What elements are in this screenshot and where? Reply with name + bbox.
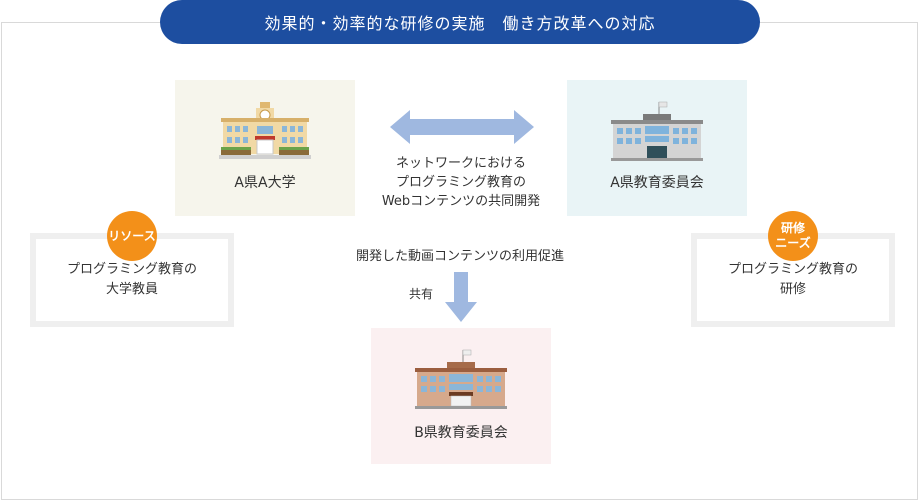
- resource-line-2: 大学教員: [105, 282, 158, 297]
- training-needs-badge: 研修 ニーズ: [768, 211, 818, 261]
- resource-line-1: プログラミング教育の: [66, 262, 197, 277]
- resource-badge: リソース: [107, 211, 157, 261]
- down-arrow-icon: [445, 272, 477, 322]
- usage-promotion-label: 開発した動画コンテンツの利用促進: [355, 249, 564, 264]
- school-building-icon: [415, 349, 507, 409]
- double-arrow-icon: [390, 110, 534, 144]
- page-title: 効果的・効率的な研修の実施 働き方改革への対応: [160, 0, 760, 44]
- training-badge-line-2: ニーズ: [775, 236, 811, 250]
- network-label-line-1: ネットワークにおける: [395, 156, 526, 171]
- board-b-panel: B県教育委員会: [371, 328, 551, 464]
- network-label-line-3: Webコンテンツの共同開発: [381, 194, 541, 209]
- training-line-1: プログラミング教育の: [727, 262, 858, 277]
- board-b-label: B県教育委員会: [414, 425, 508, 441]
- university-panel: A県A大学: [175, 80, 355, 216]
- board-a-panel: A県教育委員会: [567, 80, 747, 216]
- network-development-label: ネットワークにおける プログラミング教育の Webコンテンツの共同開発: [356, 154, 566, 211]
- share-label: 共有: [408, 287, 433, 301]
- office-building-icon: [611, 101, 703, 161]
- network-label-line-2: プログラミング教育の: [395, 175, 526, 190]
- training-badge-line-1: 研修: [780, 221, 805, 235]
- university-building-icon: [219, 102, 311, 159]
- board-a-label: A県教育委員会: [610, 175, 704, 191]
- resource-box: プログラミング教育の 大学教員: [30, 233, 234, 327]
- training-line-2: 研修: [779, 282, 806, 297]
- university-label: A県A大学: [234, 175, 296, 191]
